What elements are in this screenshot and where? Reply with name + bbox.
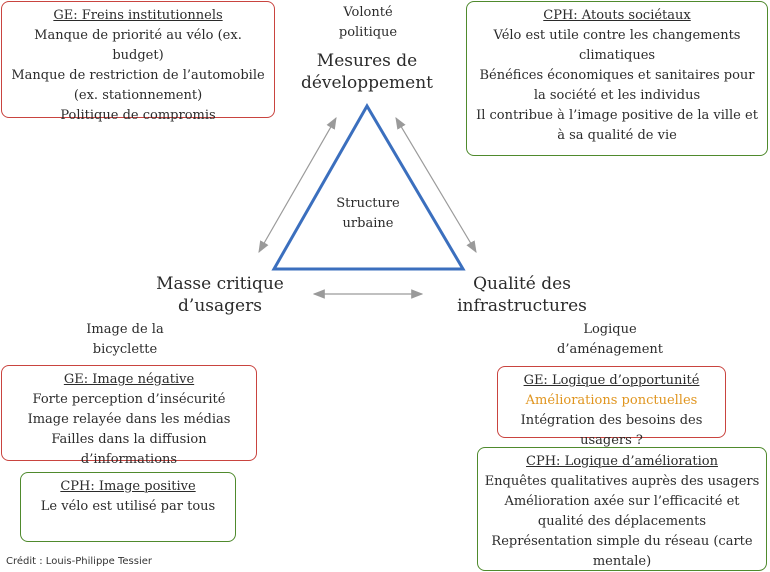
box-line: Manque de priorité au vélo (ex. budget): [34, 28, 242, 63]
vertex-development-measures: Mesures de développement: [300, 51, 434, 93]
box-cph-positive-image: CPH: Image positive Le vélo est utilisé …: [20, 472, 236, 542]
vertex-critical-mass: Masse critique d’usagers: [156, 274, 284, 316]
box-line: Représentation simple du réseau (carte m…: [491, 534, 753, 569]
box-line: Forte perception d’insécurité: [32, 392, 226, 407]
box-title: GE: Freins institutionnels: [53, 8, 223, 23]
box-title: CPH: Logique d’amélioration: [526, 454, 718, 469]
vertex-infrastructure-quality: Qualité des infrastructures: [457, 274, 587, 316]
label-political-will: Volonté politique: [338, 5, 398, 40]
label-urban-structure: Structure urbaine: [336, 196, 400, 231]
box-line: Enquêtes qualitatives auprès des usagers: [484, 474, 760, 489]
box-title: GE: Image négative: [63, 372, 195, 387]
label-bicycle-image: Image de la bicyclette: [86, 322, 164, 357]
box-line: Le vélo est utilisé par tous: [40, 499, 216, 514]
box-ge-negative-image: GE: Image négative Forte perception d’in…: [1, 365, 257, 467]
box-line: Il contribue à l’image positive de la vi…: [476, 108, 758, 143]
box-line: Bénéfices économiques et sanitaires pour…: [479, 68, 755, 103]
box-line: Image relayée dans les médias: [27, 412, 231, 427]
box-cph-societal-assets: CPH: Atouts sociétaux Vélo est utile con…: [466, 1, 768, 156]
box-line: Failles dans la diffusion d’informations: [51, 432, 207, 467]
box-ge-opportunity-logic: GE: Logique d’opportunité Améliorations …: [497, 366, 726, 448]
box-highlight-line: Améliorations ponctuelles: [525, 393, 698, 408]
box-ge-institutional-brakes: GE: Freins institutionnels Manque de pri…: [1, 1, 275, 123]
box-line: Politique de compromis: [60, 108, 216, 123]
box-title: GE: Logique d’opportunité: [523, 373, 700, 388]
box-title: CPH: Atouts sociétaux: [543, 8, 691, 23]
box-line: Intégration des besoins des usagers ?: [520, 413, 703, 448]
box-line: Amélioration axée sur l’efficacité et qu…: [504, 494, 740, 529]
box-cph-improvement-logic: CPH: Logique d’amélioration Enquêtes qua…: [477, 447, 767, 571]
label-planning-logic: Logique d’aménagement: [557, 322, 663, 357]
arrow-left: [258, 116, 337, 254]
box-line: Vélo est utile contre les changements cl…: [493, 28, 741, 63]
box-title: CPH: Image positive: [60, 479, 196, 494]
triangle: [271, 103, 466, 271]
credit-text: Crédit : Louis-Philippe Tessier: [6, 556, 153, 567]
box-line: Manque de restriction de l’automobile (e…: [11, 68, 265, 103]
arrow-right: [395, 116, 477, 254]
